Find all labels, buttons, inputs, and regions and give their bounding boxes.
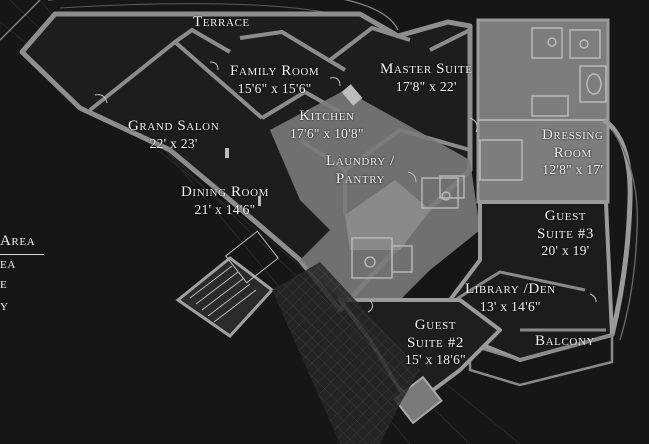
guest-suite-2-dims: 15' x 18'6" (405, 352, 466, 368)
label-terrace: Terrace (193, 14, 250, 32)
master-suite-dims: 17'8" x 22' (395, 78, 457, 94)
label-guest-suite-2: Guest Suite #2 15' x 18'6" (405, 317, 466, 368)
kitchen-name: Kitchen (299, 108, 355, 124)
balcony-frame (468, 333, 614, 387)
guest-suite-3-name: Guest (544, 208, 587, 224)
label-guest-suite-3: Guest Suite #3 20' x 19' (537, 208, 594, 259)
guest-suite-3-dims: 20' x 19' (541, 243, 590, 259)
dining-room-dims: 21' x 14'6" (194, 201, 256, 217)
label-library-den: Library /Den 13' x 14'6" (465, 281, 556, 315)
balcony-name: Balcony (535, 333, 596, 349)
legend-item-2: ea (0, 256, 16, 272)
master-bath (476, 18, 610, 204)
grand-salon-name: Grand Salon (128, 118, 220, 134)
legend-item-3: e (0, 276, 8, 292)
library-den-dims: 13' x 14'6" (479, 298, 541, 314)
legend-item-4: y (0, 298, 9, 314)
label-grand-salon: Grand Salon 22' x 23' (128, 118, 219, 152)
library-den-name: Library /Den (465, 281, 556, 297)
kitchen-dims: 17'6" x 10'8" (290, 125, 364, 141)
legend-underline (0, 254, 44, 255)
tiled-loggia (272, 262, 420, 444)
terrace-outline (0, 0, 399, 41)
guest-suite-2-name2: Suite #2 (406, 334, 464, 351)
grand-salon-dims: 22' x 23' (149, 135, 198, 151)
master-suite-name: Master Suite (380, 61, 473, 77)
guest-suite-2-name: Guest (414, 317, 457, 333)
dressing-room-name2: Room (553, 144, 592, 161)
label-kitchen: Kitchen 17'6" x 10'8" (290, 108, 364, 142)
legend-item-1: Area (0, 233, 36, 249)
label-family-room: Family Room 15'6" x 15'6" (230, 63, 319, 97)
label-balcony: Balcony (535, 333, 595, 351)
label-laundry-pantry: Laundry / Pantry (326, 153, 395, 188)
label-master-suite: Master Suite 17'8" x 22' (380, 61, 473, 95)
dressing-room-dims: 12'8" x 17' (542, 162, 604, 178)
pantry-name: Pantry (335, 170, 386, 187)
laundry-name: Laundry / (326, 153, 395, 169)
family-room-name: Family Room (230, 63, 320, 79)
curved-facade (602, 117, 633, 336)
family-room-dims: 15'6" x 15'6" (237, 80, 312, 96)
dining-room-name: Dining Room (181, 184, 270, 200)
guest-suite-3-name2: Suite #3 (537, 225, 594, 242)
terrace-name: Terrace (193, 14, 250, 30)
label-dining-room: Dining Room 21' x 14'6" (181, 184, 269, 218)
label-dressing-room: Dressing Room 12'8" x 17' (542, 127, 603, 178)
doors (94, 61, 597, 313)
dressing-room-name: Dressing (542, 127, 604, 143)
